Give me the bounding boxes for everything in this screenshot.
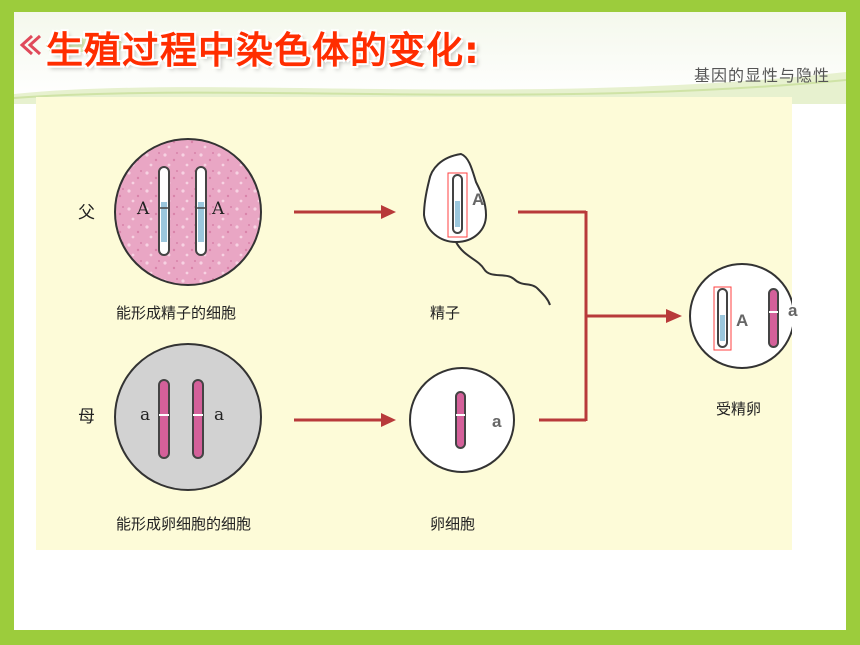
zygote-allele-dominant: A bbox=[736, 311, 749, 330]
sperm-allele: A bbox=[472, 190, 485, 209]
father-allele-left: A bbox=[137, 199, 150, 219]
diagram-panel: 父 母 A A a a A a A a 能形成精子的细胞 精子 能形成卵细胞的细… bbox=[36, 97, 797, 550]
egg-allele: a bbox=[492, 412, 502, 431]
slide: 基因的显性与隐性 生殖过程中染色体的变化: bbox=[14, 12, 846, 630]
father-allele-right: A bbox=[212, 199, 225, 219]
mother-chromosome-right bbox=[192, 379, 204, 459]
egg-chromosome bbox=[455, 391, 466, 449]
mother-cell-caption: 能形成卵细胞的细胞 bbox=[116, 515, 252, 533]
mother-to-egg-arrow bbox=[294, 413, 396, 427]
father-chromosome-left bbox=[158, 166, 170, 256]
father-to-sperm-arrow bbox=[294, 205, 396, 219]
page-title: 生殖过程中染色体的变化: bbox=[46, 29, 480, 72]
sperm-caption: 精子 bbox=[430, 304, 461, 322]
sperm-tail bbox=[455, 241, 551, 306]
mother-allele-right: a bbox=[214, 405, 225, 425]
father-cell bbox=[114, 138, 262, 286]
egg-caption: 卵细胞 bbox=[430, 515, 476, 533]
mother-cell bbox=[114, 343, 262, 491]
slide-header: 基因的显性与隐性 生殖过程中染色体的变化: bbox=[14, 12, 846, 104]
zygote-allele-recessive: a bbox=[788, 301, 798, 320]
father-chromosome-right bbox=[195, 166, 207, 256]
subject-label: 基因的显性与隐性 bbox=[693, 66, 830, 85]
zygote-caption: 受精卵 bbox=[716, 400, 762, 418]
zygote-chromosome-a-dominant bbox=[713, 286, 732, 351]
chromosome-diagram bbox=[114, 138, 792, 491]
mother-chromosome-left bbox=[158, 379, 170, 459]
sperm-chromosome bbox=[447, 172, 468, 238]
father-cell-caption: 能形成精子的细胞 bbox=[116, 304, 237, 322]
mother-allele-left: a bbox=[140, 405, 151, 425]
merge-connector bbox=[518, 210, 682, 422]
mother-label: 母 bbox=[78, 407, 95, 427]
header-swoosh bbox=[14, 72, 846, 104]
father-label: 父 bbox=[78, 203, 95, 223]
back-chevron-icon[interactable] bbox=[18, 30, 128, 60]
zygote-cell bbox=[689, 263, 792, 369]
zygote-chromosome-a-recessive bbox=[768, 288, 779, 348]
